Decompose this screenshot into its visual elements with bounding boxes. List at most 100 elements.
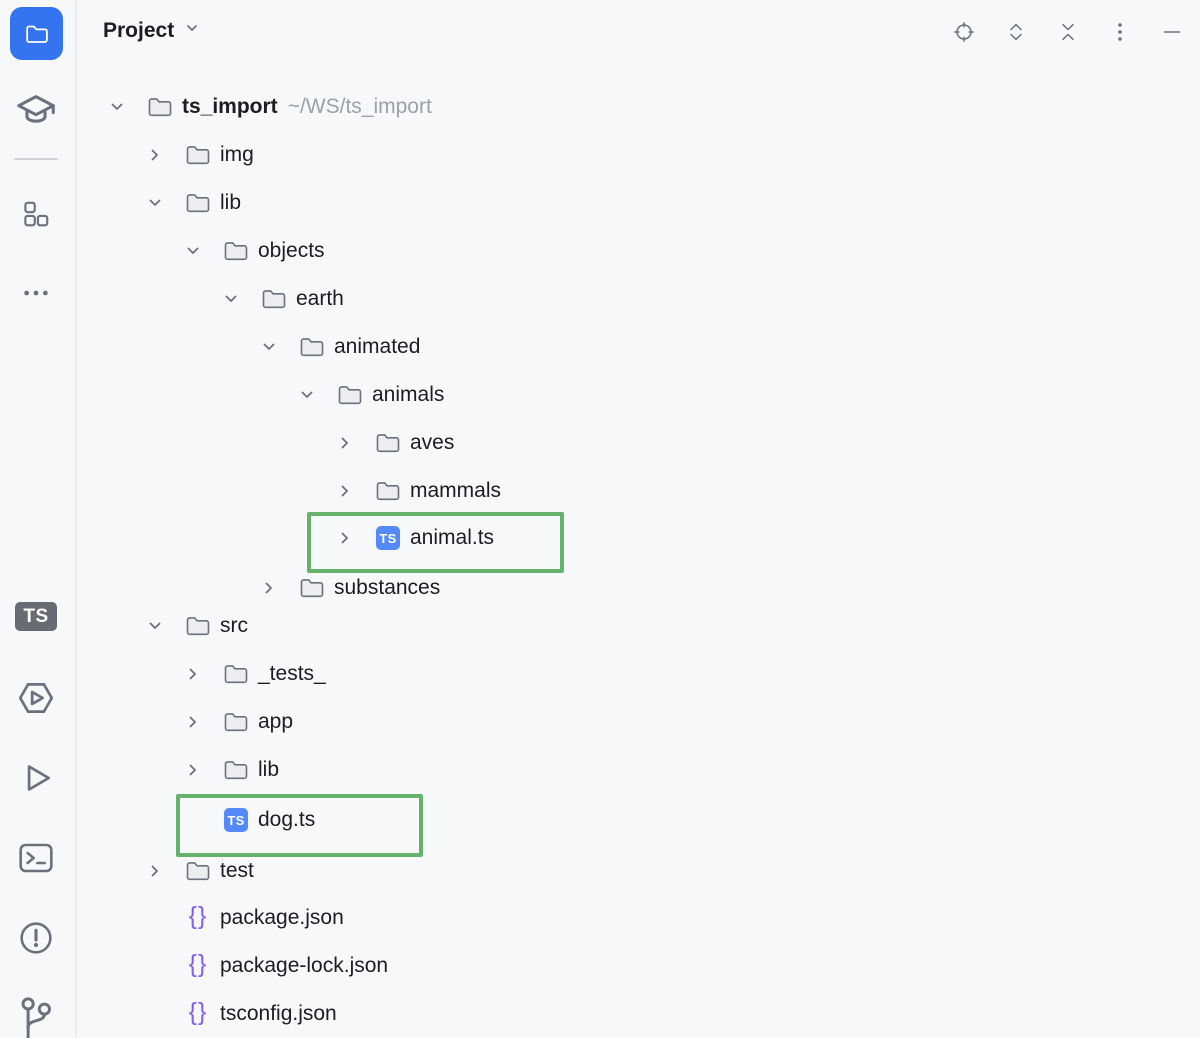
tree-row-ts-import[interactable]: ts_import~/WS/ts_import xyxy=(77,83,1200,131)
project-panel: Project xyxy=(77,0,1200,1038)
play-icon xyxy=(18,759,56,797)
chevron-down-icon[interactable] xyxy=(106,96,128,118)
collapse-all-button[interactable] xyxy=(1056,20,1080,44)
folder-icon xyxy=(222,660,250,688)
run-tool-icon[interactable] xyxy=(18,759,56,797)
tree-item-label: package-lock.json xyxy=(220,954,389,977)
tree-row-img[interactable]: img xyxy=(77,131,1200,179)
indent-spacer xyxy=(144,1003,166,1025)
json-file-icon: {} xyxy=(188,997,208,1026)
chevron-down-icon[interactable] xyxy=(182,240,204,262)
tree-item-label: mammals xyxy=(410,479,502,502)
project-view-selector[interactable]: Project xyxy=(103,19,201,43)
folder-icon xyxy=(184,141,212,169)
tree-item-label: earth xyxy=(296,287,344,310)
chevron-down-icon[interactable] xyxy=(144,615,166,637)
more-options-button[interactable] xyxy=(1108,20,1132,44)
tree-row-animals[interactable]: animals xyxy=(77,371,1200,419)
folder-icon xyxy=(146,93,174,121)
tree-row-substances[interactable]: substances xyxy=(77,564,1200,612)
tree-row-lib[interactable]: lib xyxy=(77,746,1200,794)
tree-row-package-json[interactable]: {}package.json xyxy=(77,894,1200,942)
tree-row-lib[interactable]: lib xyxy=(77,179,1200,227)
hide-button[interactable] xyxy=(1160,20,1184,44)
chevron-right-icon[interactable] xyxy=(334,527,356,549)
tree-item-label: lib xyxy=(220,191,242,214)
chevron-right-icon[interactable] xyxy=(334,480,356,502)
tree-item-label: lib xyxy=(258,758,280,781)
tree-item-label: objects xyxy=(258,239,325,262)
services-tool-icon[interactable] xyxy=(15,677,57,719)
problems-tool-icon[interactable] xyxy=(16,918,56,958)
chevron-right-icon[interactable] xyxy=(182,711,204,733)
learn-tool-icon[interactable] xyxy=(13,89,59,135)
typescript-file-icon: TS xyxy=(374,524,402,552)
graduation-cap-icon xyxy=(13,89,59,135)
chevron-down-icon[interactable] xyxy=(144,192,166,214)
folder-icon xyxy=(222,237,250,265)
structure-tool-icon[interactable] xyxy=(21,199,51,229)
tree-row-objects[interactable]: objects xyxy=(77,227,1200,275)
tool-window-stripe: TS xyxy=(0,0,77,1038)
chevron-right-icon[interactable] xyxy=(182,663,204,685)
folder-icon xyxy=(222,756,250,784)
panel-toolbar xyxy=(952,20,1184,44)
folder-icon xyxy=(374,429,402,457)
chevron-right-icon[interactable] xyxy=(144,144,166,166)
exclamation-circle-icon xyxy=(16,918,56,958)
tree-item-label: img xyxy=(220,143,254,166)
tree-row-tsconfig-json[interactable]: {} tsconfig.json xyxy=(77,990,1200,1038)
folder-icon xyxy=(184,857,212,885)
select-opened-file-button[interactable] xyxy=(952,20,976,44)
folder-icon xyxy=(298,333,326,361)
tree-row-app[interactable]: app xyxy=(77,698,1200,746)
version-control-tool-icon[interactable] xyxy=(15,995,57,1038)
stripe-divider xyxy=(14,158,58,160)
git-branch-icon xyxy=(15,995,57,1038)
tree-row--tests-[interactable]: _tests_ xyxy=(77,650,1200,698)
tree-item-label: tsconfig.json xyxy=(220,1002,337,1025)
tree-row-animated[interactable]: animated xyxy=(77,323,1200,371)
chevron-right-icon[interactable] xyxy=(182,759,204,781)
typescript-logo-icon: TS xyxy=(23,605,49,627)
tree-row-test[interactable]: test xyxy=(77,847,1200,895)
tree-row-earth[interactable]: earth xyxy=(77,275,1200,323)
chevron-down-icon[interactable] xyxy=(296,384,318,406)
folder-icon xyxy=(260,285,288,313)
structure-icon xyxy=(21,199,51,229)
chevron-right-icon[interactable] xyxy=(258,577,280,599)
project-tool-icon[interactable] xyxy=(10,7,63,60)
tree-item-label: src xyxy=(220,614,248,637)
tree-row-src[interactable]: src xyxy=(77,602,1200,650)
json-file-icon: {} xyxy=(188,901,208,930)
folder-icon xyxy=(336,381,364,409)
tree-item-label: animated xyxy=(334,335,421,358)
typescript-file-icon: TS xyxy=(222,806,250,834)
tree-row-mammals[interactable]: mammals xyxy=(77,467,1200,515)
tree-row-package-lock-json[interactable]: {}package-lock.json xyxy=(77,942,1200,990)
folder-icon xyxy=(184,612,212,640)
terminal-tool-icon[interactable] xyxy=(16,838,56,878)
chevron-down-icon[interactable] xyxy=(220,288,242,310)
tree-item-label: animals xyxy=(372,383,445,406)
typescript-tool-icon[interactable]: TS xyxy=(15,602,57,631)
tree-row-aves[interactable]: aves xyxy=(77,419,1200,467)
expand-all-button[interactable] xyxy=(1004,20,1028,44)
tree-item-label: test xyxy=(220,859,254,882)
chevron-right-icon[interactable] xyxy=(144,860,166,882)
chevron-down-icon xyxy=(183,19,201,43)
tree-item-label: ts_import xyxy=(182,95,278,118)
panel-title-label: Project xyxy=(103,19,175,42)
indent-spacer xyxy=(144,955,166,977)
folder-icon xyxy=(184,189,212,217)
chevron-right-icon[interactable] xyxy=(334,432,356,454)
terminal-icon xyxy=(16,838,56,878)
folder-icon xyxy=(222,708,250,736)
more-tool-windows-button[interactable] xyxy=(21,278,51,308)
chevron-down-icon[interactable] xyxy=(258,336,280,358)
indent-spacer xyxy=(182,809,204,831)
folder-icon xyxy=(374,477,402,505)
